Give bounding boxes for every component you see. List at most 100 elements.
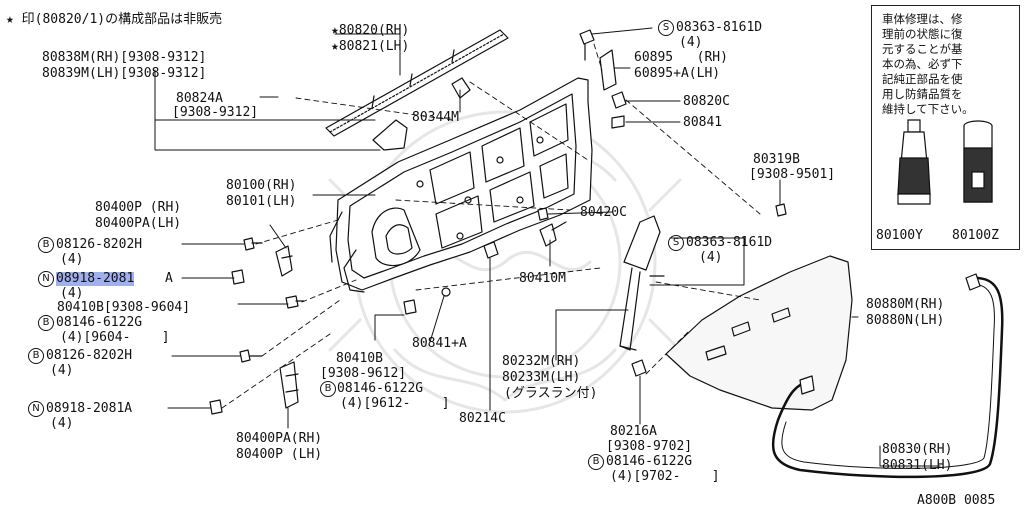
label-80101: 80101(LH) — [226, 194, 297, 209]
lower-hinge — [279, 361, 299, 409]
symbol-n-2: N — [28, 401, 44, 417]
label-80319b: 80319B — [753, 152, 800, 167]
label-08146-a: 08146-6122G — [56, 315, 143, 330]
label-80344m: 80344M — [412, 110, 459, 125]
bolt-80420c — [537, 207, 549, 221]
note-line-3: 元することが基 — [882, 42, 963, 56]
label-80880n: 80880N(LH) — [866, 313, 945, 328]
label-08918-b-qty: (4) — [50, 416, 74, 431]
label-80400p-b: 80400P (LH) — [236, 447, 323, 462]
symbol-b-4: B — [320, 381, 336, 397]
label-08918-a: 08918-2081 — [56, 271, 135, 286]
door-seal-loop — [771, 276, 1004, 479]
label-08363-top: 08363-8161D — [676, 20, 763, 35]
note-line-1: 車体修理は、修 — [882, 12, 963, 26]
dashed-assembly-lines — [221, 43, 761, 409]
label-80100: 80100(RH) — [226, 178, 297, 193]
bolt-80410b — [403, 299, 417, 315]
label-08126-a: 08126-8202H — [56, 237, 143, 252]
label-80232m: 80232M(RH) — [502, 354, 581, 369]
symbol-n-1: N — [38, 271, 54, 287]
door-panel — [329, 77, 593, 293]
note-line-7: 維持して下さい。 — [882, 102, 974, 116]
symbol-b-1: B — [38, 237, 54, 253]
seal-clip — [799, 375, 815, 395]
label-08146-a-range: (4)[9604- ] — [60, 330, 170, 345]
label-80820: ★80820(RH) — [331, 23, 410, 38]
pad-60895 — [599, 49, 617, 91]
clip-80344m — [451, 77, 471, 99]
label-80400pa-b: 80400PA(RH) — [236, 431, 323, 446]
actuator-80410m — [539, 221, 567, 247]
label-80400p: 80400P (RH) — [95, 200, 182, 215]
label-80319b-range: [9308-9501] — [749, 167, 836, 182]
spray-can-icon — [963, 120, 993, 203]
symbol-b-3: B — [28, 348, 44, 364]
window-regulator — [619, 215, 665, 351]
upper-hinge — [275, 245, 293, 277]
label-80214c: 80214C — [459, 411, 506, 426]
corner-seal — [372, 119, 408, 151]
note-line-6: 用し防錆品質を — [882, 87, 963, 101]
label-60895a: 60895+A(LH) — [634, 66, 721, 81]
label-08126-a-qty: (4) — [60, 252, 84, 267]
label-08126-b: 08126-8202H — [46, 348, 133, 363]
header-note: ★ 印(80820/1)の構成部品は非販売 — [6, 12, 223, 27]
label-80830: 80830(RH) — [882, 442, 953, 457]
clip-80319b — [775, 203, 787, 217]
label-80410b-b: 80410B — [336, 351, 383, 366]
label-08918-a-suffix: A — [165, 271, 173, 286]
diagram-code: A800B 0085 — [917, 493, 996, 508]
label-80410b-a: 80410B[9308-9604] — [57, 300, 191, 315]
label-80233m: 80233M(LH) — [502, 370, 581, 385]
label-08146-c-range: (4)[9702- ] — [610, 469, 720, 484]
label-80831: 80831(LH) — [882, 458, 953, 473]
label-80100z: 80100Z — [952, 228, 999, 243]
note-line-4: 本の為、必ず下 — [882, 57, 963, 71]
label-80420c: 80420C — [580, 205, 627, 220]
label-80216a-range: [9308-9702] — [606, 439, 693, 454]
symbol-s-mid: S — [668, 235, 684, 251]
note-line-5: 記純正部品を使 — [882, 72, 963, 86]
label-08126-b-qty: (4) — [50, 363, 74, 378]
symbol-b-2: B — [38, 315, 54, 331]
seal-clip-top — [965, 273, 981, 291]
label-08363-mid: 08363-8161D — [686, 235, 773, 250]
label-80216a: 80216A — [610, 424, 657, 439]
label-80410b-b-range: [9308-9612] — [320, 366, 407, 381]
door-trim-panel — [665, 255, 853, 411]
sealant-tube-icon — [897, 119, 931, 205]
repair-note-box: 車体修理は、修 理前の状態に復 元することが基 本の為、必ず下 記純正部品を使 … — [871, 5, 1020, 250]
label-08363-top-qty: (4) — [679, 35, 703, 50]
plug-80841a — [441, 287, 451, 297]
label-80233m-note: (グラスラン付) — [504, 386, 598, 401]
label-80821: ★80821(LH) — [331, 39, 410, 54]
label-80839m: 80839M(LH)[9308-9312] — [42, 66, 207, 81]
symbol-b-5: B — [588, 454, 604, 470]
label-08918-b: 08918-2081A — [46, 401, 133, 416]
grommet-80214c — [483, 241, 499, 259]
label-80841a: 80841+A — [412, 336, 467, 351]
label-80820c: 80820C — [683, 94, 730, 109]
bolt-80216a — [631, 359, 647, 377]
label-80838m: 80838M(RH)[9308-9312] — [42, 50, 207, 65]
label-08146-c: 08146-6122G — [606, 454, 693, 469]
bolt-08363-top — [579, 29, 595, 61]
label-80824a-range: [9308-9312] — [172, 105, 259, 120]
door-seal-inner — [781, 283, 995, 469]
label-80880m: 80880M(RH) — [866, 297, 945, 312]
label-80841: 80841 — [683, 115, 723, 130]
label-80824a: 80824A — [176, 91, 223, 106]
label-80410m: 80410M — [519, 271, 566, 286]
label-08146-b: 08146-6122G — [337, 381, 424, 396]
label-08363-mid-qty: (4) — [699, 250, 723, 265]
outer-weatherstrip — [325, 29, 509, 137]
bolts-left — [209, 237, 305, 415]
label-08918-a-qty: (4) — [60, 286, 84, 301]
label-80400pa: 80400PA(LH) — [95, 216, 182, 231]
clip-80820c — [611, 91, 627, 109]
pad-80841 — [611, 115, 625, 129]
label-60895: 60895 (RH) — [634, 50, 728, 65]
